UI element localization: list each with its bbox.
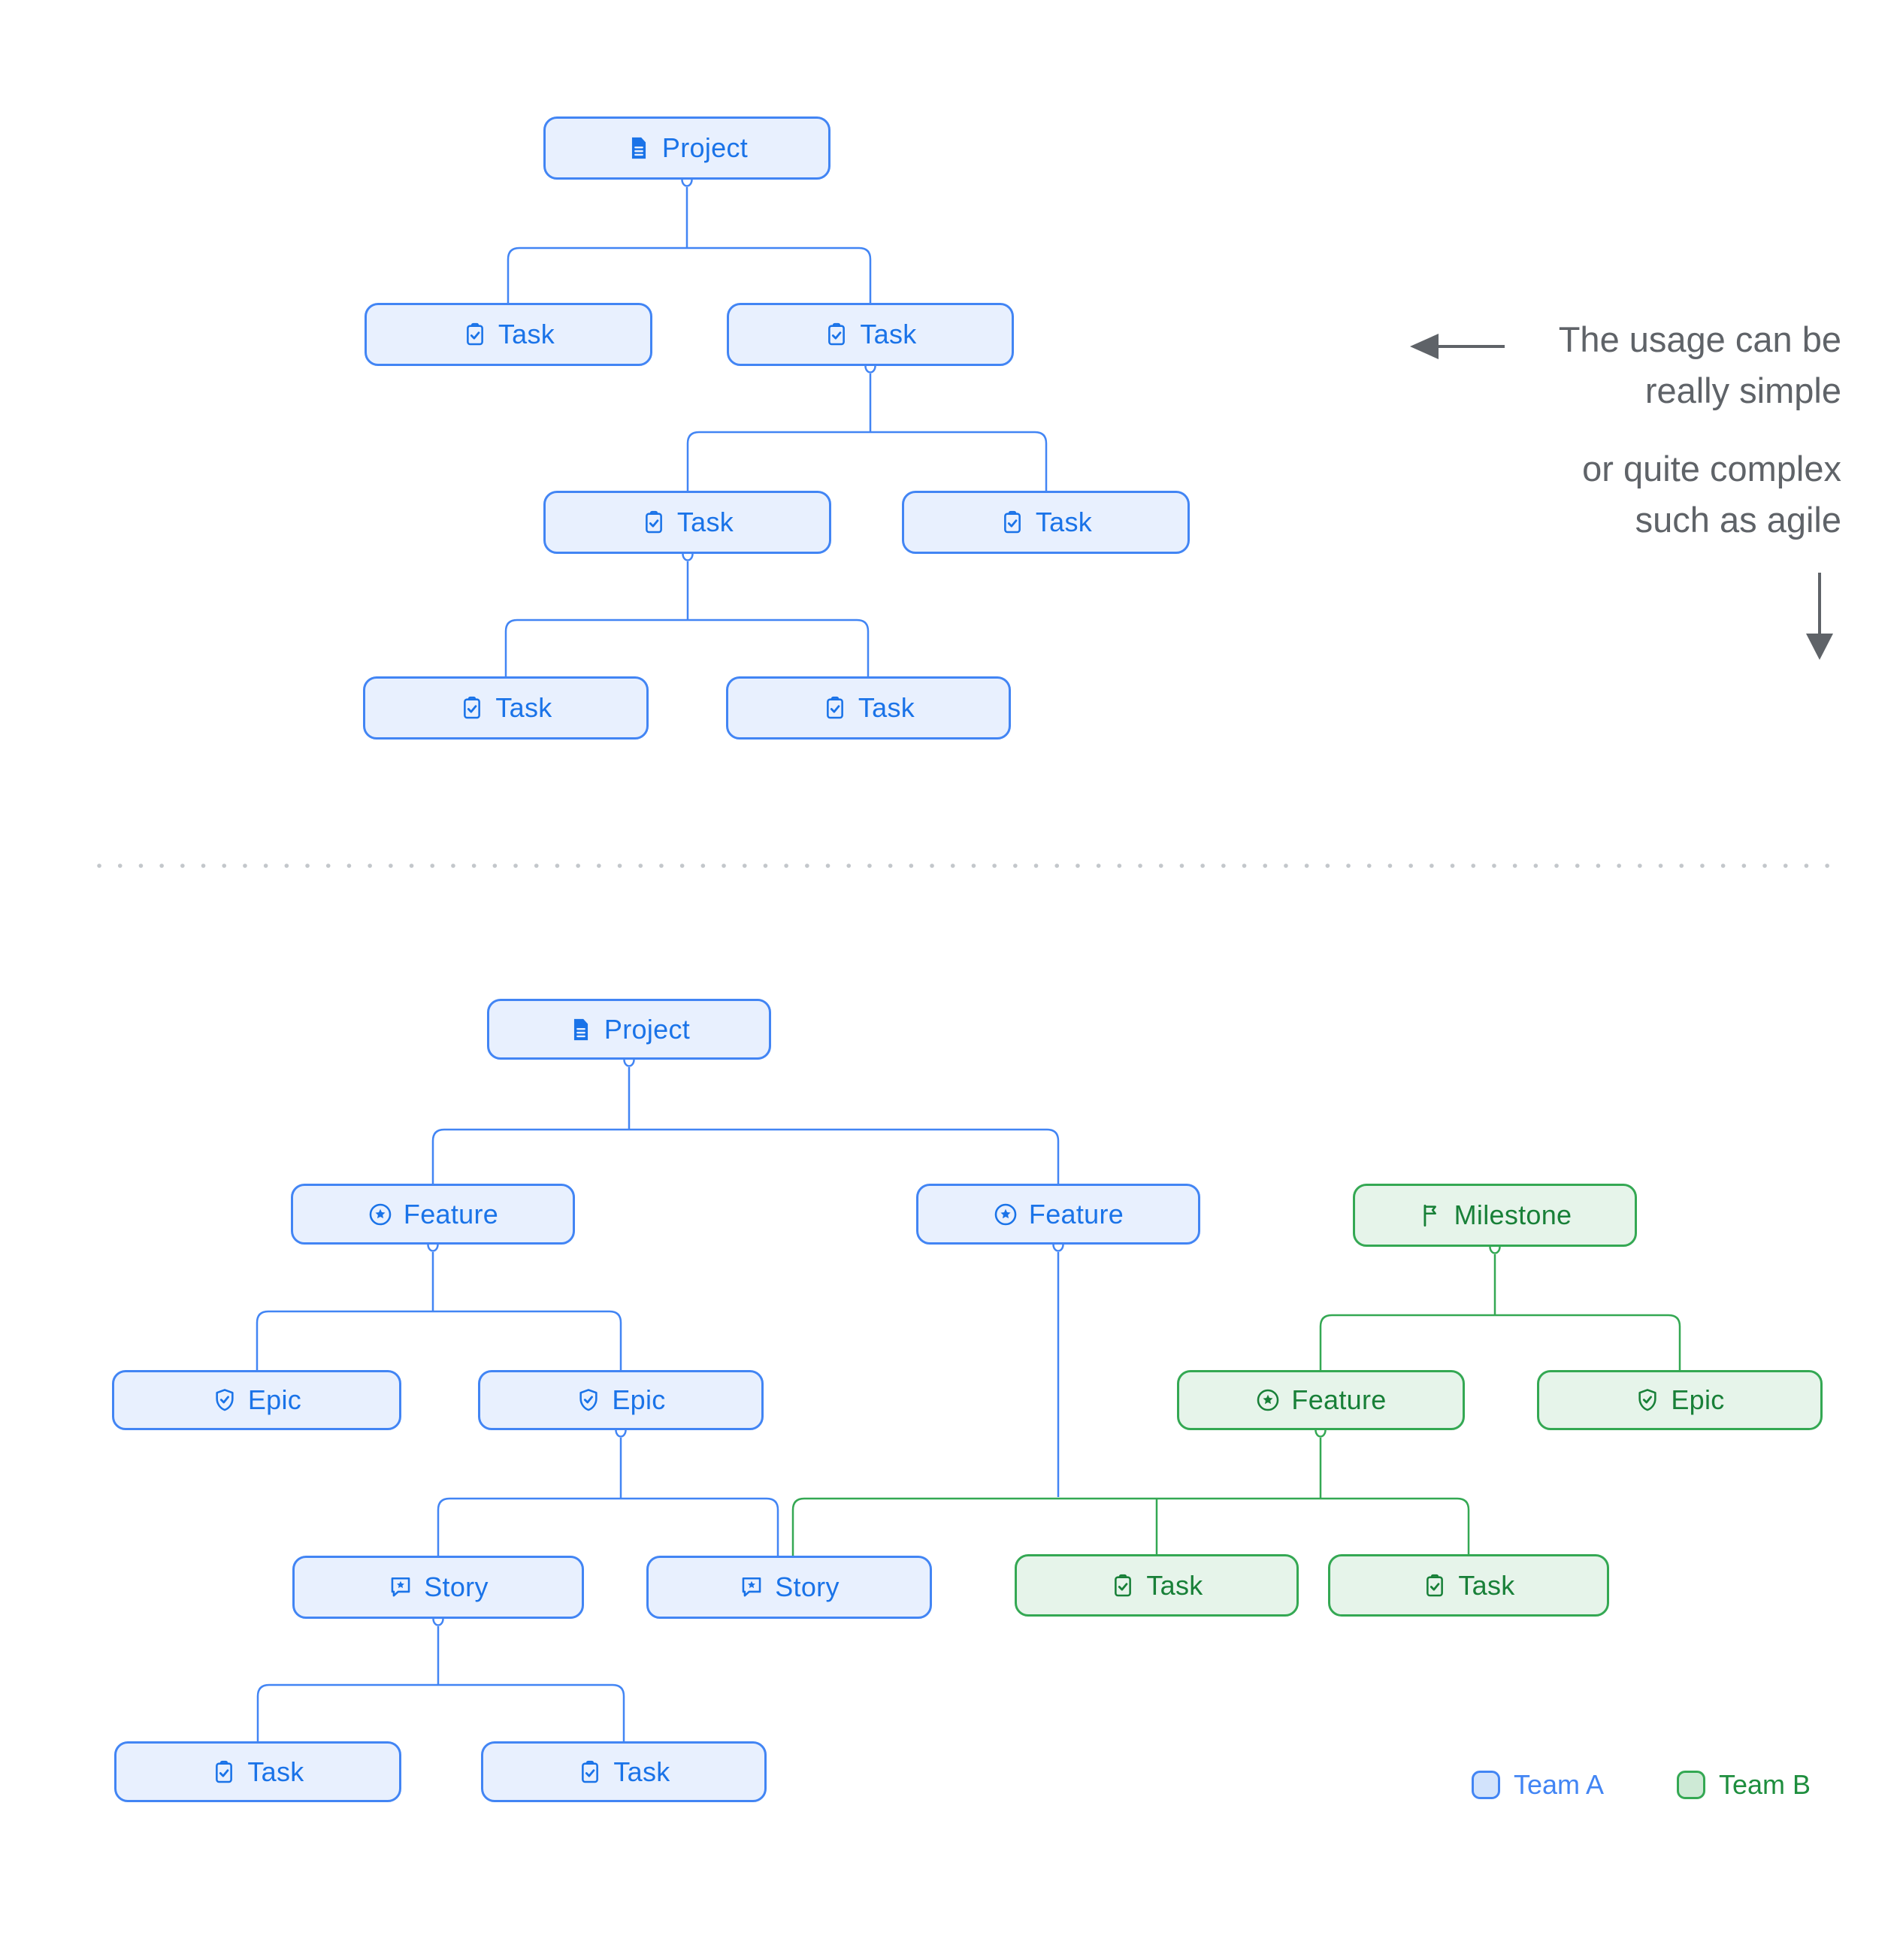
node-epic-green: Epic <box>1537 1370 1823 1430</box>
clipboard-check-icon <box>462 322 488 347</box>
node-task-8: Task <box>481 1741 767 1802</box>
clipboard-check-icon <box>822 695 848 721</box>
node-label: Task <box>247 1756 304 1787</box>
shield-check-icon <box>576 1387 601 1413</box>
node-label: Task <box>495 692 552 723</box>
node-label: Task <box>858 692 915 723</box>
node-task-2: Task <box>727 303 1014 366</box>
node-project-simple: Project <box>543 116 830 180</box>
star-circle-icon <box>368 1202 393 1227</box>
team-b-label: Team B <box>1719 1769 1811 1800</box>
node-label: Epic <box>1671 1384 1725 1415</box>
team-a-label: Team A <box>1514 1769 1605 1800</box>
node-label: Task <box>1035 507 1093 537</box>
clipboard-check-icon <box>641 510 667 535</box>
node-label: Task <box>1458 1569 1515 1601</box>
star-circle-icon <box>1255 1387 1281 1413</box>
node-story-2: Story <box>646 1556 932 1619</box>
annotation-line: The usage can be <box>1558 319 1841 359</box>
clipboard-check-icon <box>824 322 849 347</box>
clipboard-check-icon <box>577 1759 603 1785</box>
node-label: Feature <box>1291 1384 1387 1415</box>
annotation-simple: The usage can be really simple <box>1315 314 1841 416</box>
node-epic-1: Epic <box>112 1370 401 1430</box>
annotation-line: or quite complex <box>1582 449 1841 488</box>
node-milestone: Milestone <box>1353 1184 1637 1247</box>
clipboard-check-icon <box>1110 1573 1136 1599</box>
node-task-7: Task <box>114 1741 401 1802</box>
node-epic-2: Epic <box>478 1370 764 1430</box>
node-task-green-1: Task <box>1015 1554 1299 1617</box>
node-label: Feature <box>1028 1198 1124 1230</box>
node-label: Task <box>860 319 917 349</box>
node-task-3: Task <box>543 491 831 554</box>
node-label: Task <box>676 507 734 537</box>
clipboard-check-icon <box>459 695 485 721</box>
node-task-4: Task <box>902 491 1190 554</box>
node-task-6: Task <box>726 676 1011 740</box>
node-label: Feature <box>403 1198 499 1230</box>
node-label: Task <box>1146 1569 1203 1601</box>
node-label: Epic <box>612 1384 666 1415</box>
node-label: Milestone <box>1454 1199 1572 1230</box>
node-feature-2: Feature <box>916 1184 1200 1245</box>
story-bubble-icon <box>388 1574 413 1600</box>
annotation-line: really simple <box>1644 371 1841 410</box>
shield-check-icon <box>1635 1387 1660 1413</box>
node-label: Epic <box>247 1384 302 1415</box>
team-b-swatch <box>1677 1771 1705 1799</box>
team-a-swatch <box>1472 1771 1500 1799</box>
node-label: Project <box>604 1013 691 1045</box>
clipboard-check-icon <box>211 1759 237 1785</box>
node-feature-green: Feature <box>1177 1370 1465 1430</box>
annotation-complex: or quite complex such as agile <box>1315 443 1841 546</box>
down-arrow-icon <box>1806 573 1833 660</box>
node-feature-1: Feature <box>291 1184 575 1245</box>
shield-check-icon <box>212 1387 237 1413</box>
node-task-green-2: Task <box>1328 1554 1609 1617</box>
legend-team-b: Team B <box>1677 1768 1811 1802</box>
node-task-5: Task <box>363 676 649 740</box>
node-label: Task <box>613 1756 670 1787</box>
node-label: Project <box>661 132 749 163</box>
left-arrow-icon <box>1410 334 1505 359</box>
clipboard-check-icon <box>1000 510 1025 535</box>
flag-icon <box>1418 1202 1444 1228</box>
node-project-complex: Project <box>487 999 771 1060</box>
legend-team-a: Team A <box>1472 1768 1604 1802</box>
annotation-line: such as agile <box>1635 500 1841 540</box>
node-label: Story <box>775 1571 840 1602</box>
node-task-1: Task <box>365 303 652 366</box>
clipboard-check-icon <box>1422 1573 1448 1599</box>
node-label: Task <box>498 319 555 349</box>
node-story-1: Story <box>292 1556 584 1619</box>
star-circle-icon <box>993 1202 1018 1227</box>
document-icon <box>568 1017 594 1042</box>
node-label: Story <box>424 1571 489 1602</box>
document-icon <box>626 135 652 161</box>
story-bubble-icon <box>739 1574 764 1600</box>
